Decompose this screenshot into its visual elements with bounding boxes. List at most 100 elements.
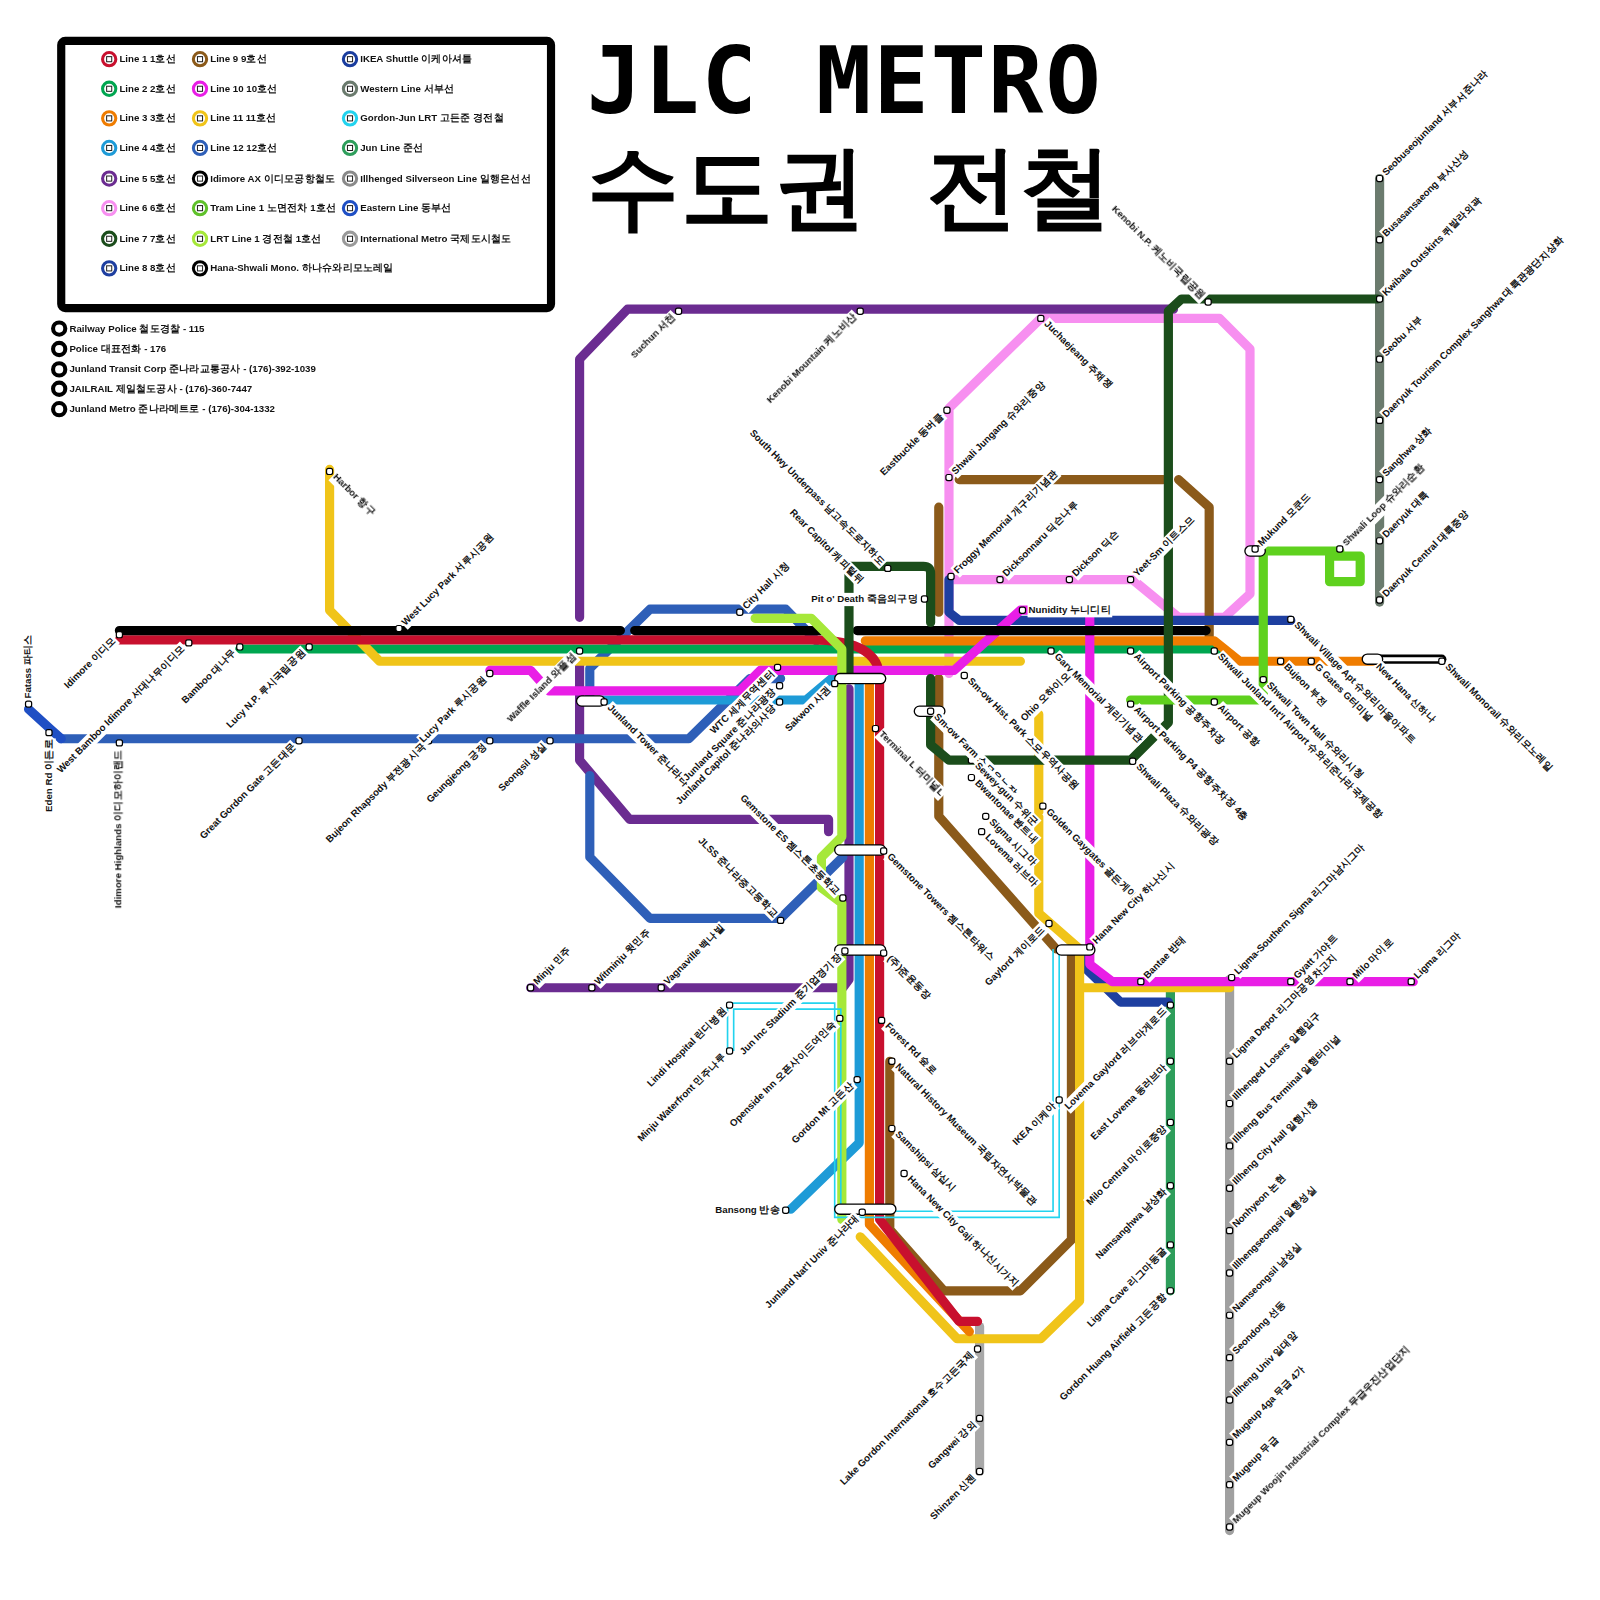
legend-swatch [101, 231, 117, 247]
legend-row: Idimore AX 이디모공항철도 [192, 170, 335, 186]
swatch-square [347, 236, 353, 242]
station-marker [928, 708, 934, 714]
legend-row: Line 9 9호선 [192, 51, 267, 67]
station-marker [859, 1209, 865, 1215]
swatch-square [106, 56, 112, 62]
swatch-square [106, 176, 112, 182]
legend-text: Line 11 11호선 [210, 112, 276, 125]
station-marker [1087, 944, 1093, 950]
legend-row: LRT Line 1 경전철 1호선 [192, 231, 322, 247]
legend-text: Jun Line 준선 [360, 141, 423, 154]
station-marker [968, 774, 974, 780]
legend-swatch [192, 170, 208, 186]
legend-swatch [101, 140, 117, 156]
station-marker [658, 985, 664, 991]
line-7 [849, 299, 1378, 760]
station-marker [1056, 1097, 1062, 1103]
legend-text: Eastern Line 동부선 [360, 202, 452, 215]
station-label: Pit o' Death 죽음의구덩 [810, 592, 919, 605]
legend-swatch [192, 231, 208, 247]
interchange [835, 845, 886, 855]
legend-row: Line 5 5호선 [101, 170, 176, 186]
swatch-square [347, 115, 353, 121]
station-marker [1138, 979, 1144, 985]
legend-row: Line 7 7호선 [101, 231, 176, 247]
station-label: Kwibala Outskirts 퀴발라외곽 [1379, 193, 1486, 300]
station-marker [977, 1415, 983, 1421]
station-marker [881, 950, 887, 956]
station-marker [1377, 538, 1383, 544]
station-marker [889, 1126, 895, 1132]
station-label: Shwali Monorail 슈와리모노레일 [1441, 660, 1556, 775]
station-marker [1128, 577, 1134, 583]
international-metro [975, 1327, 984, 1472]
station-marker [777, 683, 783, 689]
station-label: Lindi Hospital 린디병원 [644, 1004, 731, 1091]
legend-text: Illhenged Silverseon Line 일행은선선 [360, 172, 531, 185]
eastern-line [29, 709, 62, 739]
station-marker [1130, 758, 1136, 764]
legend-row: Jun Line 준선 [342, 140, 423, 156]
station-marker [727, 1048, 733, 1054]
legend-swatch [342, 231, 358, 247]
station-marker [547, 738, 553, 744]
station-marker [944, 407, 950, 413]
station-marker [1211, 699, 1217, 705]
station-marker [1227, 1185, 1233, 1191]
station-marker [979, 829, 985, 835]
station-marker [1167, 1242, 1173, 1248]
line-1 [119, 640, 977, 1322]
station-marker [1038, 315, 1044, 321]
silverseon-line [1225, 980, 1234, 1531]
legend-text: Line 6 6호선 [119, 202, 176, 215]
station-marker [997, 577, 1003, 583]
legend-text: Idimore AX 이디모공항철도 [210, 172, 335, 185]
station-marker [1252, 546, 1258, 552]
station-marker [1439, 658, 1445, 664]
jun-line [1166, 988, 1175, 1291]
legend-row: IKEA Shuttle 이케아셔틀 [342, 51, 472, 67]
station-marker [921, 596, 927, 602]
swatch-square [106, 145, 112, 151]
legend-swatch [192, 140, 208, 156]
line-2 [240, 644, 1220, 653]
legend-text: Hana-Shwali Mono. 하나슈와리모노레일 [210, 262, 393, 275]
station-marker [1377, 477, 1383, 483]
swatch-square [347, 176, 353, 182]
phone-icon [53, 383, 65, 395]
swatch-square [197, 176, 203, 182]
line-11 [330, 469, 1230, 1338]
station-marker [1167, 1058, 1173, 1064]
station-label: Mugeup 4ga 무급 4가 [1229, 1363, 1309, 1443]
station-marker [777, 699, 783, 705]
station-label: Bujeon Rhapsody 부전광시곡 [323, 740, 430, 847]
phone-label: Railway Police 철도경찰 - 115 [68, 322, 205, 335]
western-line [1375, 179, 1384, 602]
station-marker [857, 308, 863, 314]
swatch-square [197, 145, 203, 151]
station-label: Idimore Highlands 이디모하이랜드 [112, 748, 125, 909]
station-marker [889, 1058, 895, 1064]
phone-label: Junland Metro 준나라메트로 - (176)-304-1332 [68, 403, 276, 416]
station-marker [1167, 1002, 1173, 1008]
station-label: Kenobi Mountain 케노비산 [764, 310, 861, 407]
swatch-square [197, 265, 203, 271]
station-marker [842, 948, 848, 954]
legend-row: Line 10 10호선 [192, 81, 278, 97]
legend-row: Tram Line 1 노면전차 1호선 [192, 200, 336, 216]
swatch-square [106, 236, 112, 242]
phone-icon [53, 363, 65, 375]
station-marker [116, 632, 122, 638]
station-marker [1278, 658, 1284, 664]
legend-text: Gordon-Jun LRT 고든준 경전철 [360, 112, 504, 125]
station-marker [1227, 1270, 1233, 1276]
station-label: West Lucy Park 서루시공원 [398, 530, 498, 630]
station-marker [1377, 417, 1383, 423]
phone-label: JAILRAIL 제일철도공사 - (176)-360-7447 [68, 382, 253, 395]
swatch-square [197, 236, 203, 242]
station-label: Witminju 윗민주 [591, 926, 654, 989]
station-marker [837, 1015, 843, 1021]
legend-swatch [101, 51, 117, 67]
legend-text: Line 3 3호선 [119, 112, 176, 125]
